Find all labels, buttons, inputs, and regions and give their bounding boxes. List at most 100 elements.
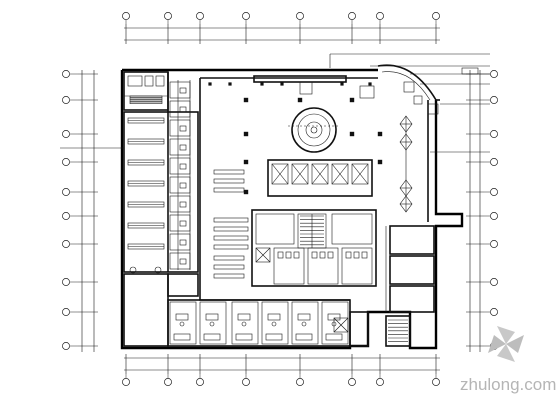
desk-row (213, 169, 245, 175)
elevator-shaft (311, 163, 329, 185)
small-room (169, 119, 191, 137)
structural-column (349, 97, 355, 103)
round-table-icon (288, 107, 340, 153)
office-cabinet (325, 333, 343, 341)
axis-markers (62, 12, 498, 386)
small-room (169, 195, 191, 213)
circle-marker-icon (490, 158, 498, 166)
bottom-offices (167, 299, 411, 347)
elevator-cross (311, 163, 329, 185)
circle-marker-icon (490, 212, 498, 220)
rack-shelf (129, 99, 163, 102)
elevator-cross (291, 163, 309, 185)
elevator-cross (351, 163, 369, 185)
circle-marker-icon (490, 70, 498, 78)
circle-marker-icon (196, 378, 204, 386)
room-fixture (179, 125, 187, 132)
office-desk (205, 313, 219, 321)
circle-marker-icon (122, 378, 130, 386)
structural-column (368, 82, 372, 86)
watermark: zhulong.com (460, 326, 556, 394)
small-room (169, 138, 191, 156)
small-room (169, 176, 191, 194)
small-room (169, 233, 191, 251)
circle-marker-icon (432, 378, 440, 386)
circle-marker-icon (432, 12, 440, 20)
circle-marker-icon (122, 12, 130, 20)
room-fixture (179, 239, 187, 246)
toilet-fixture (353, 251, 360, 259)
room-fixture (179, 182, 187, 189)
office-desk (297, 313, 311, 321)
circle-marker-icon (490, 130, 498, 138)
bottom-dimension-lines (124, 354, 440, 374)
top-dimension-lines (124, 24, 440, 44)
left-dimension-lines (78, 70, 98, 352)
circle-marker-icon (164, 12, 172, 20)
circle-marker-icon (376, 12, 384, 20)
structural-column (243, 131, 249, 137)
desk-row (213, 244, 249, 250)
main-hall (208, 75, 383, 279)
structural-column (208, 82, 212, 86)
structural-column (243, 159, 249, 165)
small-room (169, 252, 191, 270)
office-chair (179, 321, 185, 327)
right-side-rooms (385, 81, 439, 313)
toilet-fixture (293, 251, 300, 259)
circle-marker-icon (62, 158, 70, 166)
desk-row (213, 217, 249, 223)
circle-marker-icon (62, 70, 70, 78)
office-room (199, 301, 227, 345)
circle-marker-icon (490, 188, 498, 196)
structural-column (340, 82, 344, 86)
room-fixture (179, 106, 187, 113)
circle-marker-icon (490, 96, 498, 104)
circle-marker-icon (62, 278, 70, 286)
elevator-cross (331, 163, 349, 185)
circle-marker-icon (62, 130, 70, 138)
structural-column (280, 82, 284, 86)
room-fixture (179, 87, 187, 94)
circle-marker-icon (242, 378, 250, 386)
rack-shelf (129, 101, 163, 104)
office-room (169, 301, 197, 345)
room-fixture (179, 144, 187, 151)
circle-marker-icon (296, 378, 304, 386)
toilet-fixture (327, 251, 334, 259)
circle-marker-icon (348, 378, 356, 386)
toilet-fixture (345, 251, 352, 259)
callout-leaders (60, 53, 490, 153)
office-room (261, 301, 289, 345)
elevator-shaft (331, 163, 349, 185)
circle-marker-icon (62, 308, 70, 316)
left-wing-rooms (123, 71, 199, 347)
office-chair (271, 321, 277, 327)
desk-row (213, 255, 245, 261)
circle-marker-icon (164, 378, 172, 386)
circle-marker-icon (242, 12, 250, 20)
desk-row (213, 273, 245, 279)
office-desk (237, 313, 251, 321)
office-chair (209, 321, 215, 327)
circle-marker-icon (62, 96, 70, 104)
structural-column (260, 82, 264, 86)
circle-marker-icon (490, 240, 498, 248)
room-fixture (179, 220, 187, 227)
toilet-fixture (285, 251, 292, 259)
desk-row (213, 187, 245, 193)
watermark-text: zhulong.com (460, 375, 556, 394)
desk-row (213, 226, 249, 232)
small-room (169, 214, 191, 232)
room-fixture (179, 201, 187, 208)
small-room (169, 157, 191, 175)
office-chair (301, 321, 307, 327)
rack-shelf (129, 95, 163, 98)
circle-marker-icon (62, 240, 70, 248)
office-room (231, 301, 259, 345)
structural-column (377, 131, 383, 137)
office-desk (175, 313, 189, 321)
elevator-shaft (271, 163, 289, 185)
elevator-cross (271, 163, 289, 185)
